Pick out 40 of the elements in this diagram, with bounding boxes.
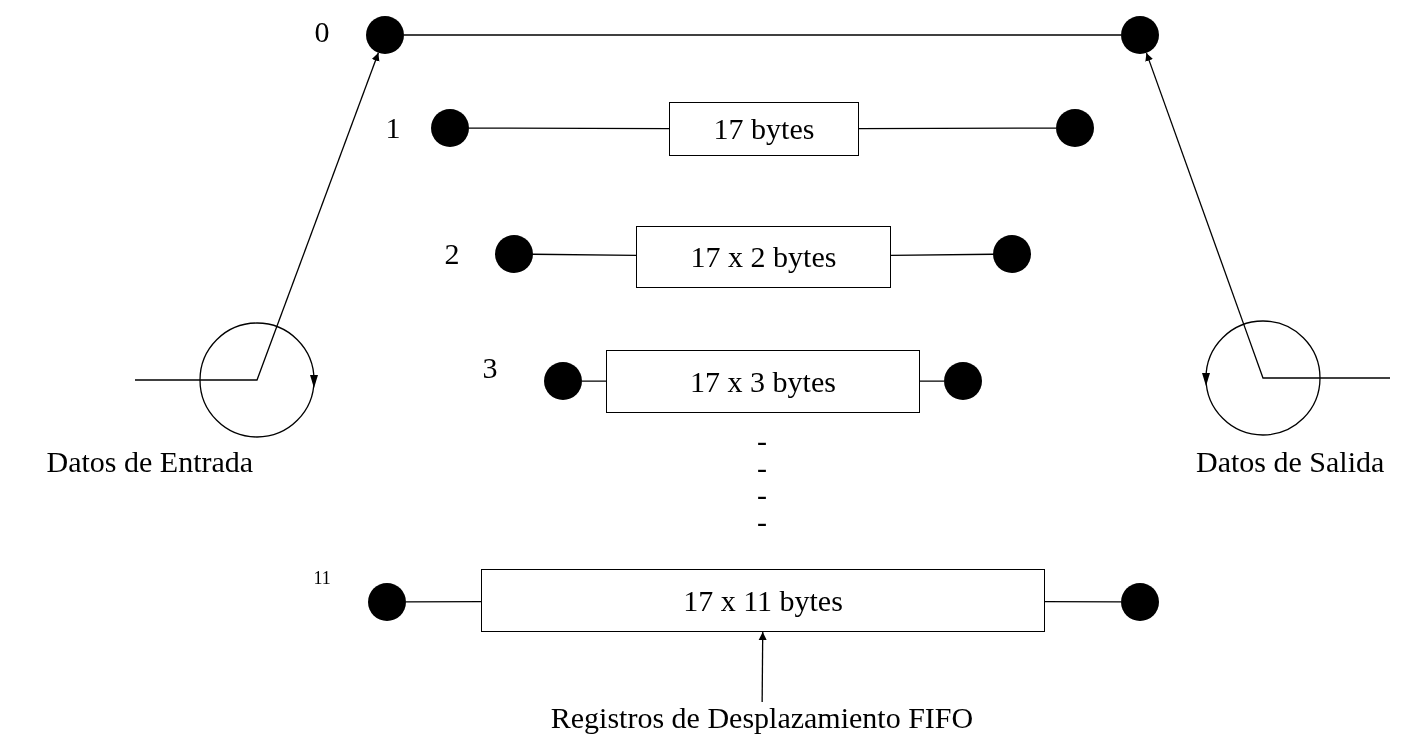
- ellipsis-mark: -: [757, 507, 767, 537]
- terminal-dot: [495, 235, 533, 273]
- terminal-dot: [366, 16, 404, 54]
- tap-number: 2: [444, 239, 460, 269]
- port-label: Datos de Salida: [1196, 447, 1385, 477]
- arrow: [276, 52, 380, 328]
- shift-register-box: 17 x 3 bytes: [606, 350, 920, 413]
- register-label: Registros de Desplazamiento FIFO: [520, 702, 1004, 734]
- tap-number: 1: [385, 113, 401, 143]
- terminal-dot: [544, 362, 582, 400]
- connector-line: [403, 34, 1122, 36]
- tap-number: 0: [314, 17, 330, 47]
- terminal-dot: [1121, 583, 1159, 621]
- connector-line: [532, 253, 637, 257]
- terminal-dot: [368, 583, 406, 621]
- connector-line: [468, 127, 670, 130]
- terminal-dot: [1056, 109, 1094, 147]
- connector-line: [1319, 377, 1391, 379]
- tap-number: 11: [313, 569, 331, 587]
- arrow: [758, 631, 767, 703]
- port-label: Datos de Entrada: [46, 447, 254, 477]
- connector-line: [581, 380, 607, 382]
- connector-line: [858, 127, 1057, 130]
- shift-register-box: 17 x 11 bytes: [481, 569, 1045, 632]
- terminal-dot: [1121, 16, 1159, 54]
- ellipsis-mark: -: [757, 453, 767, 483]
- connector-line: [919, 380, 945, 382]
- ellipsis-mark: -: [757, 426, 767, 456]
- connector-line: [890, 253, 994, 257]
- ellipsis-mark: -: [757, 480, 767, 510]
- tap-number: 3: [482, 353, 498, 383]
- shift-register-box: 17 x 2 bytes: [636, 226, 891, 288]
- terminal-dot: [944, 362, 982, 400]
- shift-register-box: 17 bytes: [669, 102, 859, 156]
- connector-line: [1044, 600, 1122, 603]
- connector-line: [405, 601, 482, 603]
- arrow: [1145, 52, 1245, 325]
- terminal-dot: [431, 109, 469, 147]
- terminal-dot: [993, 235, 1031, 273]
- connector-line: [134, 379, 201, 381]
